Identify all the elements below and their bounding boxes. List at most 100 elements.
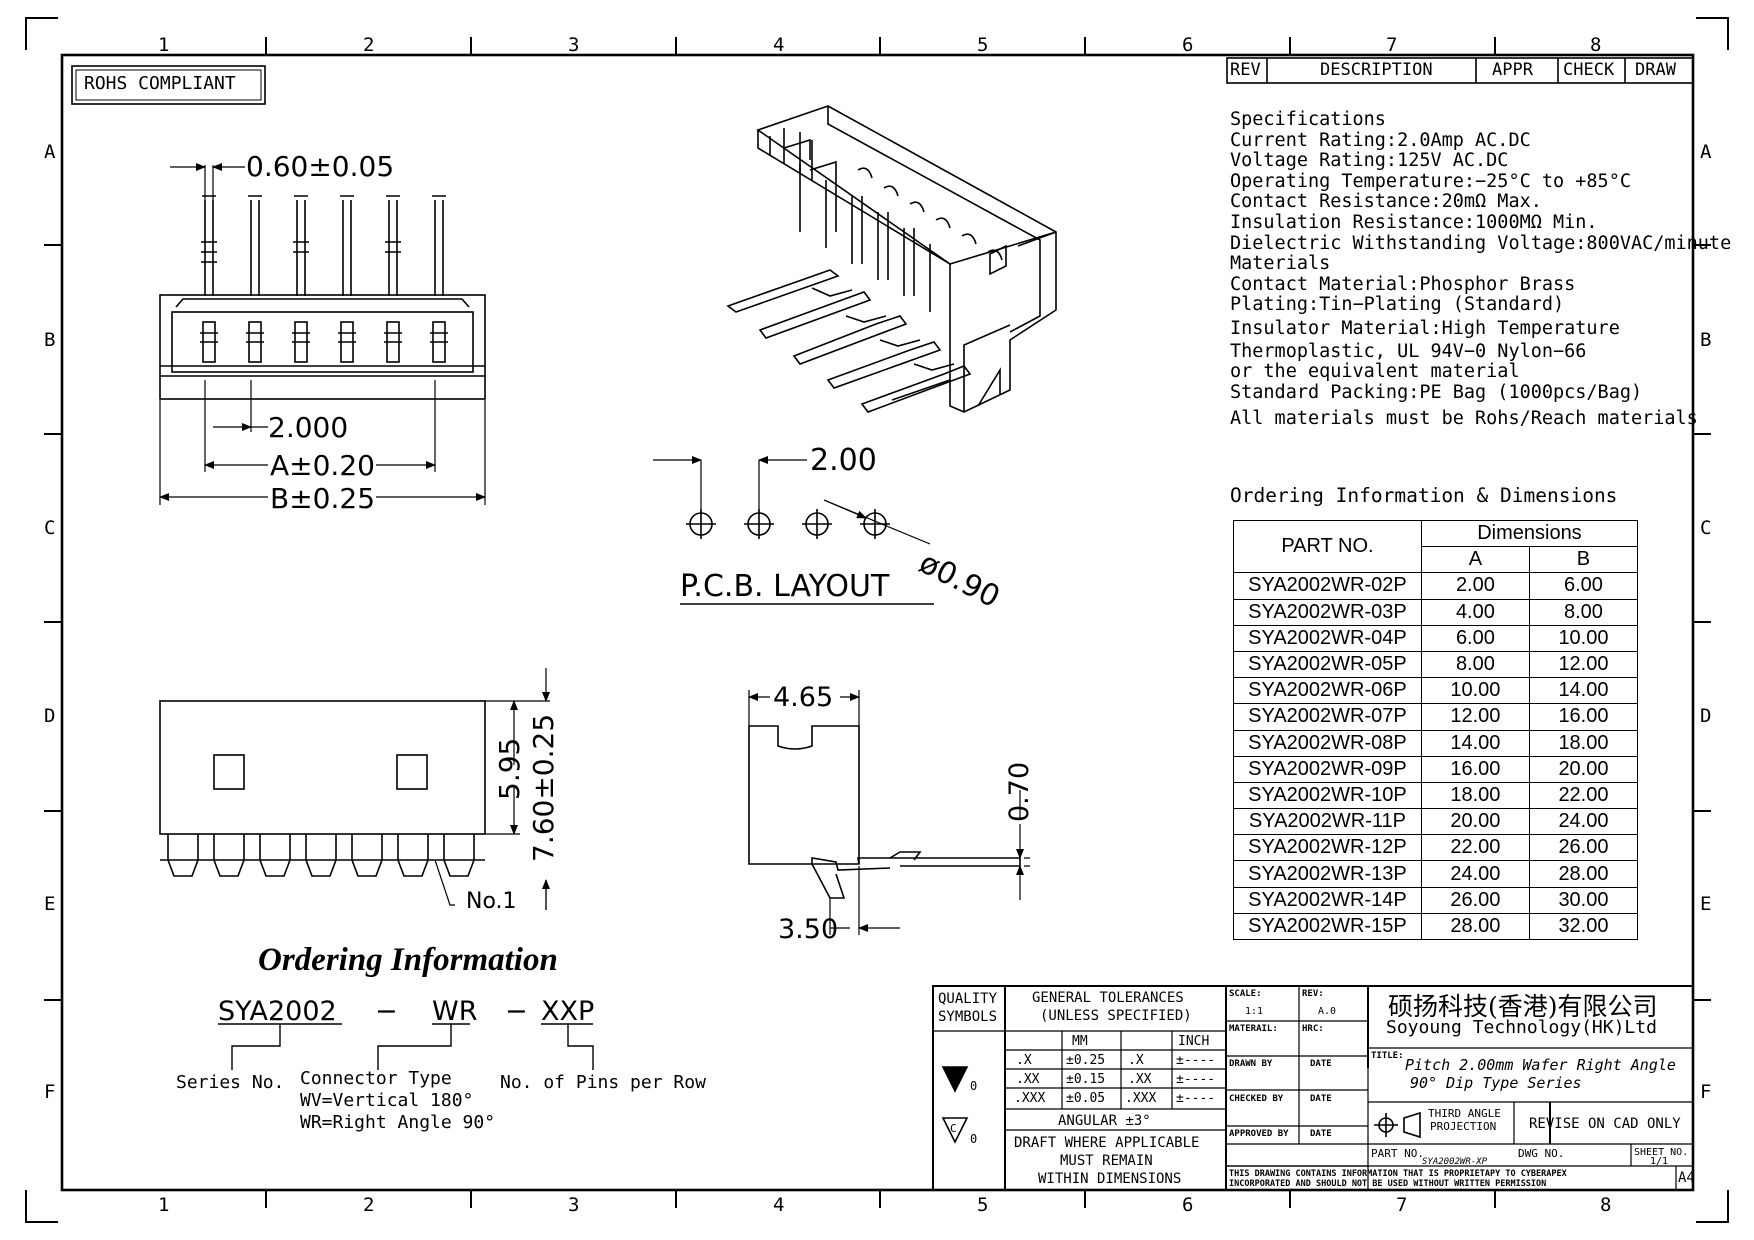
scale-label: SCALE: [1229, 989, 1262, 999]
pin1-label: No.1 [466, 889, 517, 914]
sheet-no-label: SHEET NO. [1634, 1147, 1689, 1158]
symbol-2-letter: C [950, 1122, 957, 1135]
draw-header: DRAW [1635, 60, 1676, 80]
dim-a-cell: 6.00 [1420, 624, 1530, 652]
grid-col-label: 2 [363, 34, 375, 56]
part-no-cell: SYA2002WR-09P [1233, 755, 1422, 783]
dim-a-cell: 28.00 [1420, 912, 1530, 941]
grid-col-label: 4 [773, 1194, 785, 1216]
pins-label: No. of Pins per Row [500, 1072, 706, 1093]
grid-row-label: A [44, 141, 56, 163]
company-name-en: Soyoung Technology(HK)Ltd [1386, 1017, 1657, 1038]
dim-b-cell: 32.00 [1528, 912, 1639, 941]
spec-line: Materials [1230, 253, 1331, 275]
tol-cell: ±---- [1176, 1053, 1216, 1068]
check-header: CHECK [1563, 60, 1615, 80]
dim-b-cell: 10.00 [1528, 624, 1639, 652]
date-label: DATE [1310, 1129, 1332, 1139]
grid-col-label: 8 [1590, 34, 1602, 56]
height-dim-2: 7.60±0.25 [527, 713, 560, 862]
tol-cell: ±0.05 [1066, 1091, 1106, 1106]
type-label: Connector Type [300, 1068, 452, 1089]
part-no-cell: SYA2002WR-03P [1233, 598, 1422, 626]
unless-specified: (UNLESS SPECIFIED) [1040, 1008, 1192, 1024]
spec-line: All materials must be Rohs/Reach materia… [1230, 408, 1698, 430]
code-type: WR [432, 996, 478, 1027]
pin-width-dim: 0.60±0.05 [246, 150, 395, 183]
sheet-size: A4 [1678, 1170, 1695, 1186]
quality-label: QUALITY [938, 991, 998, 1007]
tol-cell: .X [1016, 1053, 1032, 1068]
drawn-by-label: DRAWN BY [1229, 1059, 1273, 1069]
corner-mark-tr [1696, 17, 1729, 50]
grid-col-label: 6 [1182, 34, 1194, 56]
spec-line: Thermoplastic, UL 94V−0 Nylon−66 [1230, 340, 1587, 362]
title-label: TITLE: [1371, 1051, 1404, 1061]
pitch-dim: 2.000 [268, 411, 349, 444]
spec-line: Dielectric Withstanding Voltage:800VAC/m… [1230, 232, 1732, 254]
dim-b-cell: 22.00 [1528, 781, 1639, 810]
draft-line-3: WITHIN DIMENSIONS [1038, 1171, 1182, 1187]
grid-col-label: 1 [158, 1194, 170, 1216]
symbol-1-suffix: 0 [970, 1079, 978, 1093]
tol-cell: ±---- [1176, 1091, 1216, 1106]
tol-cell: ±---- [1176, 1072, 1216, 1087]
appr-header: APPR [1492, 60, 1533, 80]
part-no-cell: SYA2002WR-13P [1233, 860, 1422, 888]
date-label: DATE [1310, 1094, 1332, 1104]
drawing-title-2: 90° Dip Type Series [1410, 1074, 1582, 1092]
grid-col-label: 5 [977, 1194, 989, 1216]
grid-row-label: F [1700, 1081, 1712, 1103]
general-tolerances: GENERAL TOLERANCES [1032, 990, 1184, 1006]
col-a-header: A [1420, 546, 1530, 574]
dim-a-cell: 8.00 [1420, 650, 1530, 679]
dim-a-cell: 18.00 [1420, 781, 1530, 810]
grid-col-label: 6 [1182, 1194, 1194, 1216]
part-no-cell: SYA2002WR-14P [1233, 886, 1422, 914]
grid-col-label: 1 [158, 34, 170, 56]
description-header: DESCRIPTION [1320, 60, 1433, 80]
part-no-header: PART NO. [1233, 519, 1422, 574]
grid-row-label: B [1700, 329, 1712, 351]
dim-a-cell: 24.00 [1420, 860, 1530, 888]
third-angle-label: THIRD ANGLE [1428, 1107, 1501, 1120]
spec-line: or the equivalent material [1230, 361, 1520, 383]
inch-header: INCH [1178, 1034, 1210, 1049]
type-wv: WV=Vertical 180° [300, 1090, 474, 1111]
rev-header: REV [1230, 60, 1261, 80]
dim-b-cell: 14.00 [1528, 677, 1639, 705]
tol-cell: ±0.15 [1066, 1072, 1106, 1087]
grid-col-label: 8 [1600, 1194, 1612, 1216]
part-no-cell: SYA2002WR-07P [1233, 703, 1422, 731]
tol-cell: .X [1128, 1053, 1144, 1068]
symbol-2-suffix: 0 [970, 1132, 978, 1146]
spec-line: Standard Packing:PE Bag (1000pcs/Bag) [1230, 381, 1643, 403]
part-no-label: PART NO. [1371, 1147, 1424, 1160]
code-dash: − [375, 996, 398, 1027]
part-no-cell: SYA2002WR-04P [1233, 624, 1422, 652]
top-view [159, 195, 486, 400]
tol-cell: .XX [1016, 1072, 1040, 1087]
front-view [159, 700, 486, 877]
spec-line: Insulator Material:High Temperature [1230, 317, 1620, 339]
tol-cell: .XX [1128, 1072, 1152, 1087]
grid-col-label: 2 [363, 1194, 375, 1216]
dim-b-cell: 8.00 [1528, 598, 1639, 626]
part-no-cell: SYA2002WR-06P [1233, 677, 1422, 705]
spec-line: Specifications [1230, 109, 1386, 130]
proprietary-note-2: INCORPORATED AND SHOULD NOT BE USED WITH… [1229, 1179, 1547, 1189]
spec-line: Insulation Resistance:1000MΩ Min. [1230, 211, 1598, 233]
grid-row-label: A [1700, 141, 1712, 163]
iso-view [726, 105, 1057, 413]
grid-row-label: C [1700, 517, 1712, 539]
grid-col-label: 3 [568, 34, 580, 56]
